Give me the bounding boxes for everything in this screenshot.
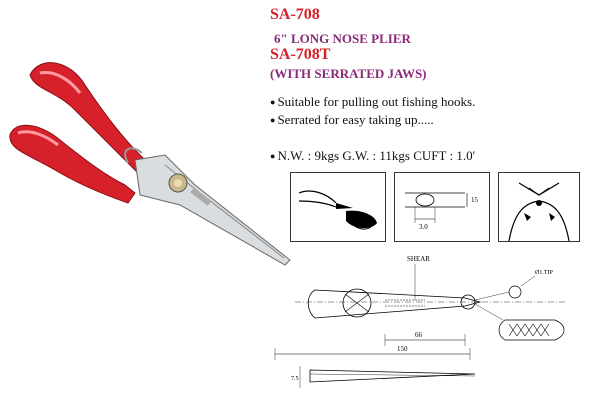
model-number: SA-708	[270, 6, 320, 23]
technical-drawing: SHEAR Ø1.TIP 66 150 7.5	[274, 255, 565, 388]
usage-panel-hook	[290, 172, 386, 242]
dim-150-label: 150	[397, 345, 408, 353]
specs-text: N.W. : 9kgs G.W. : 11kgs CUFT : 1.0'	[270, 148, 475, 164]
dim-66-label: 66	[415, 331, 423, 339]
feature-item: Serrated for easy taking up.....	[270, 112, 433, 128]
variant-description: (WITH SERRATED JAWS)	[270, 66, 427, 81]
usage-panel-dimension: 3.0 15	[394, 172, 490, 242]
tip-label: Ø1.TIP	[535, 270, 553, 276]
product-description: 6" LONG NOSE PLIER	[274, 31, 411, 46]
dim-height-label: 15	[471, 196, 479, 204]
shear-label: SHEAR	[407, 255, 430, 263]
dim-side-label: 7.5	[291, 376, 299, 382]
plier-photo	[9, 62, 291, 266]
variant-model-number: SA-708T	[270, 46, 331, 63]
feature-item: Suitable for pulling out fishing hooks.	[270, 94, 475, 110]
usage-panel-fish	[498, 172, 580, 242]
dim-width-label: 3.0	[419, 223, 428, 231]
